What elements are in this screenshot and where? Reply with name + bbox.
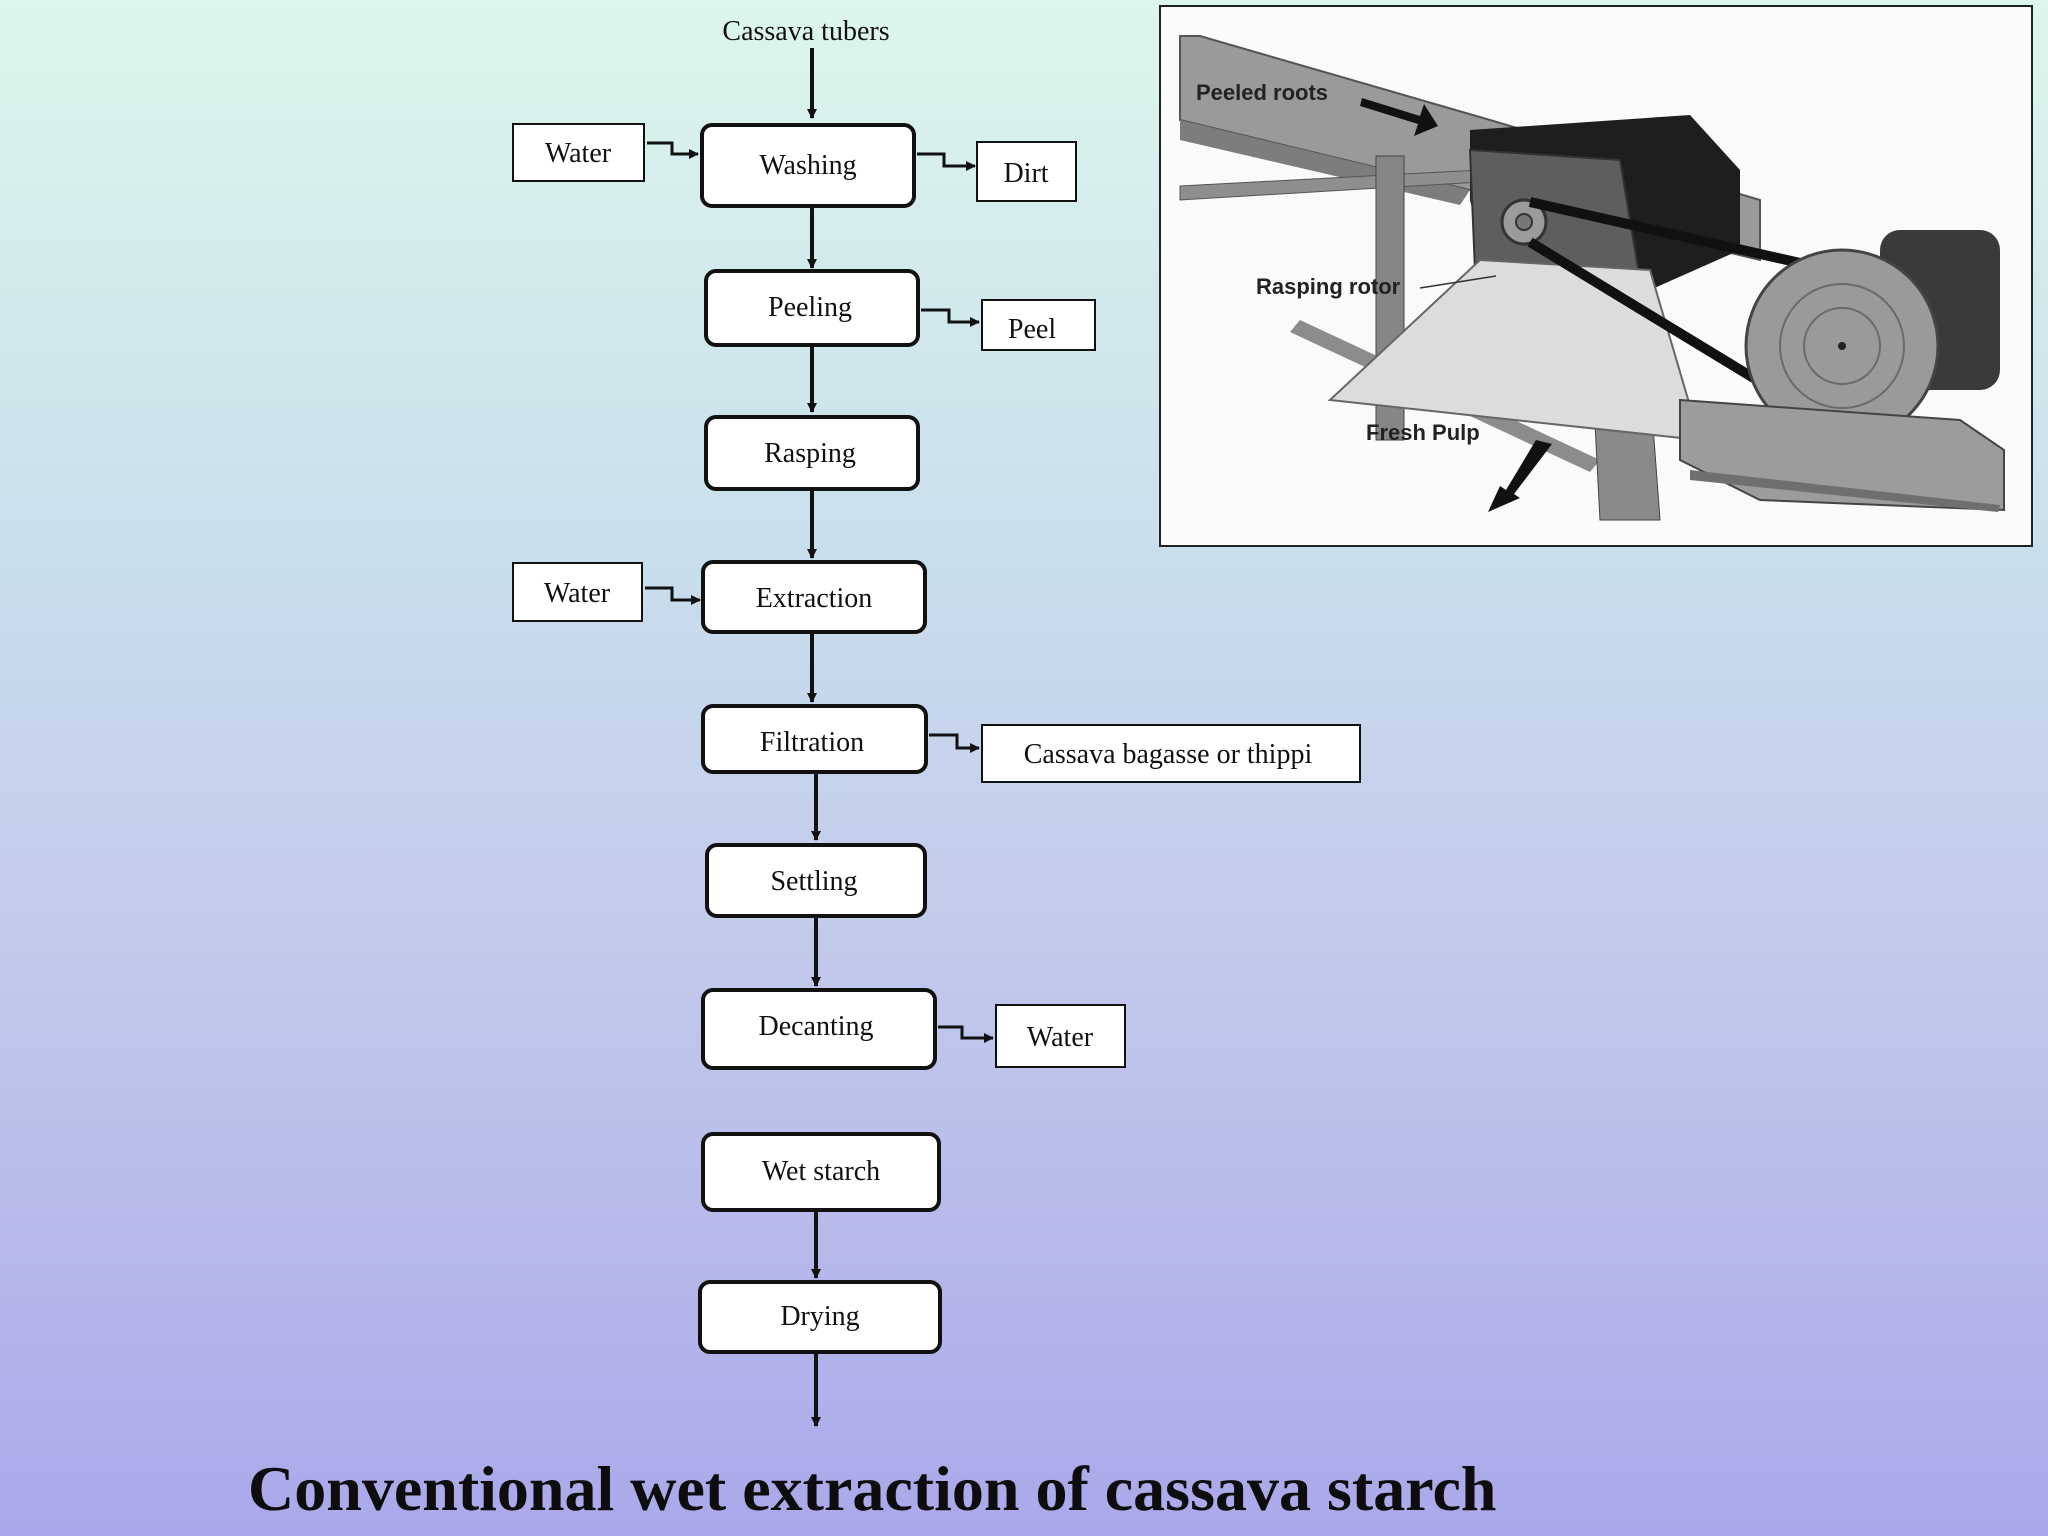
step-washing: Washing [700,123,916,208]
step-label: Extraction [756,583,873,614]
input-water-extraction: Water [512,562,701,622]
input-water-washing: Water [512,123,699,182]
step-wet-starch: Wet starch [701,1132,941,1212]
output-water-decanting: Water [938,1004,1126,1068]
output-label: Water [1027,1022,1094,1053]
label-fresh-pulp: Fresh Pulp [1366,420,1480,445]
step-filtration: Filtration [701,704,928,774]
step-label: Peeling [768,292,852,323]
label-rasping-rotor: Rasping rotor [1256,274,1401,299]
step-label: Settling [770,866,857,897]
step-drying: Drying [698,1280,942,1354]
step-label: Drying [780,1301,859,1332]
slide-title: Conventional wet extraction of cassava s… [248,1453,1497,1524]
output-dirt: Dirt [917,141,1077,202]
step-label: Wet starch [762,1156,880,1187]
vertical-connectors [807,48,821,1427]
step-label: Decanting [758,1011,873,1042]
step-settling: Settling [705,843,927,918]
output-label: Peel [1008,314,1056,345]
input-label: Water [544,578,611,609]
step-peeling: Peeling [704,269,920,347]
step-rasping: Rasping [704,415,920,491]
output-label: Cassava bagasse or thippi [1024,739,1313,770]
output-label: Dirt [1003,158,1048,189]
step-label: Rasping [764,438,856,469]
output-bagasse: Cassava bagasse or thippi [929,724,1361,783]
input-label: Water [545,138,612,169]
step-extraction: Extraction [701,560,927,634]
output-peel: Peel [921,299,1096,351]
step-label: Washing [759,150,856,181]
step-decanting: Decanting [701,988,937,1070]
rasping-machine-image: Peeled roots Rasping rotor Fresh Pulp [1159,5,2033,547]
step-label: Filtration [760,727,864,758]
input-label: Cassava tubers [722,16,889,47]
label-peeled-roots: Peeled roots [1196,80,1328,105]
